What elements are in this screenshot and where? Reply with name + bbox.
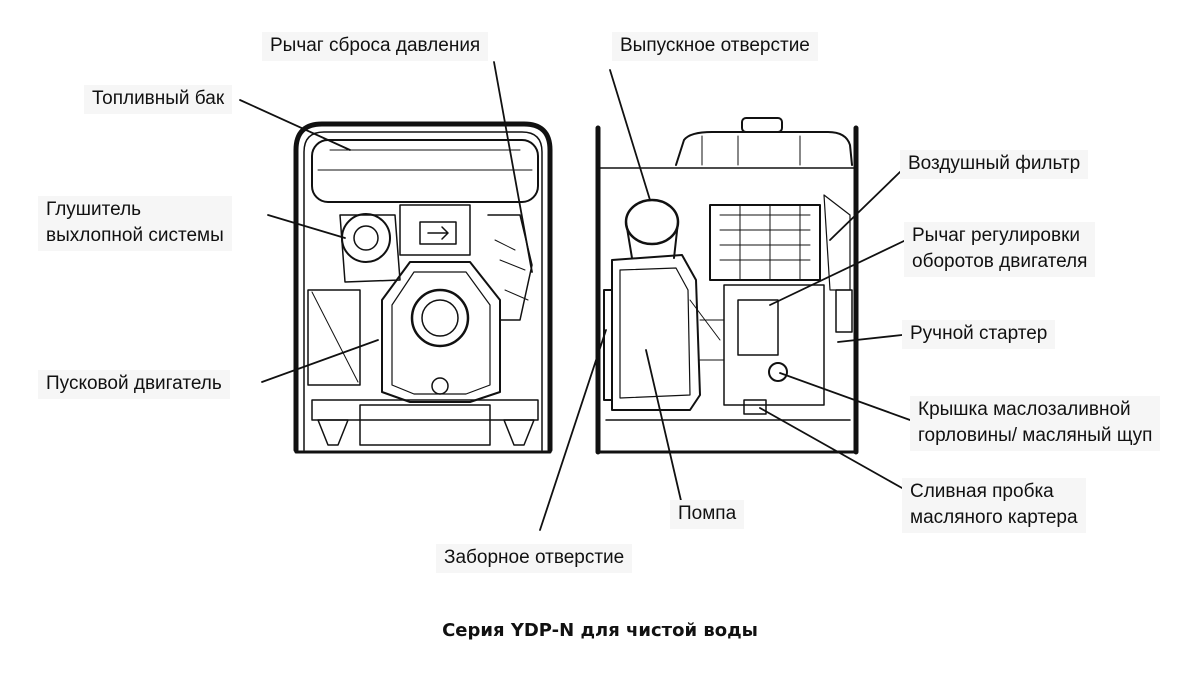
- leader-air-filter: [829, 171, 901, 241]
- diagram-caption: Серия YDP-N для чистой воды: [442, 620, 758, 641]
- leader-inlet: [539, 329, 607, 531]
- label-pressure-release-lever: Рычаг сброса давления: [262, 32, 489, 61]
- engine-block: [381, 261, 501, 403]
- muffler: [341, 213, 391, 263]
- label-air-filter: Воздушный фильтр: [900, 150, 1089, 179]
- label-oil-cap-line2: горловины/ масляный щуп: [918, 425, 1153, 446]
- label-muffler: Глушитель выхлопной системы: [38, 196, 232, 251]
- label-drain-plug-line2: масляного картера: [910, 507, 1078, 528]
- label-muffler-line2: выхлопной системы: [46, 225, 224, 246]
- label-speed-lever-line2: оборотов двигателя: [912, 251, 1088, 272]
- label-inlet: Заборное отверстие: [436, 544, 633, 573]
- leader-starter-motor: [261, 339, 379, 383]
- label-drain-plug-line1: Сливная пробка: [910, 481, 1054, 502]
- label-speed-lever: Рычаг регулировки оборотов двигателя: [904, 222, 1096, 277]
- leader-pressure-lever: [493, 61, 533, 273]
- label-oil-cap: Крышка маслозаливной горловины/ масляный…: [910, 396, 1161, 451]
- front-frame: [293, 121, 553, 453]
- label-pump: Помпа: [670, 500, 745, 529]
- side-view: [595, 117, 859, 455]
- label-speed-lever-line1: Рычаг регулировки: [912, 225, 1081, 246]
- leader-pump: [645, 349, 683, 506]
- leader-lines: [239, 61, 911, 531]
- outlet-pipe: [624, 198, 680, 246]
- leader-oil-cap: [779, 372, 911, 421]
- label-starter-motor: Пусковой двигатель: [38, 370, 230, 399]
- leader-recoil-starter: [837, 334, 903, 343]
- front-view: [293, 121, 553, 454]
- leader-outlet: [609, 69, 651, 201]
- leader-fuel-tank: [239, 99, 351, 151]
- label-muffler-line1: Глушитель: [46, 199, 142, 220]
- side-frame: [595, 125, 859, 455]
- label-recoil-starter: Ручной стартер: [902, 320, 1056, 349]
- label-fuel-tank: Топливный бак: [84, 85, 233, 114]
- label-outlet: Выпускное отверстие: [612, 32, 818, 61]
- engine-side: [709, 204, 821, 281]
- label-drain-plug: Сливная пробка масляного картера: [902, 478, 1086, 533]
- pump-body: [611, 254, 701, 411]
- leader-drain-plug: [759, 407, 903, 489]
- leader-speed-lever: [769, 239, 907, 306]
- label-oil-cap-line1: Крышка маслозаливной: [918, 399, 1131, 420]
- leader-muffler: [267, 214, 346, 239]
- fuel-tank: [311, 139, 539, 203]
